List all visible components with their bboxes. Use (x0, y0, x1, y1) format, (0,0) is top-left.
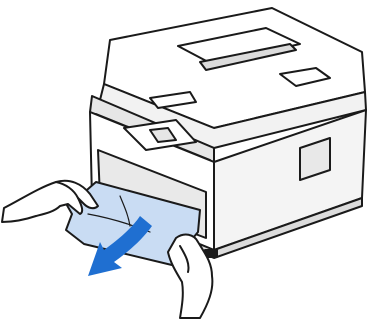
paper-jam-illustration (0, 0, 374, 320)
